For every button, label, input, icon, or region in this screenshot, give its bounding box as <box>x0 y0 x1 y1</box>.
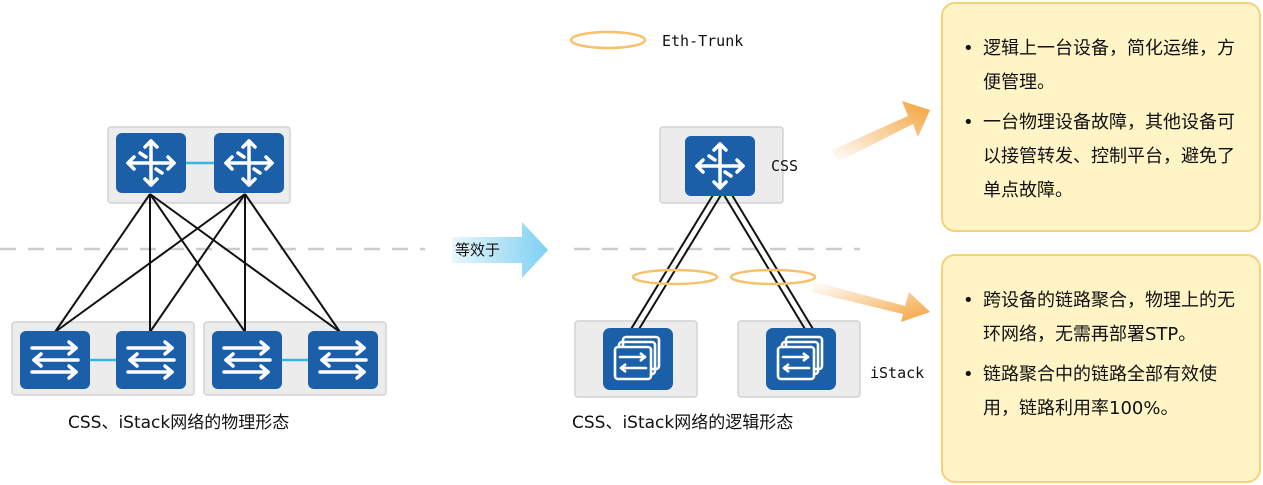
css-label: CSS <box>771 157 799 175</box>
eth-trunk-legend-icon <box>569 30 647 50</box>
benefit-note-item: 逻辑上一台设备，简化运维，方便管理。 <box>961 32 1243 100</box>
router-icon <box>116 133 186 193</box>
eth-trunk-links <box>627 194 817 335</box>
switch-icon <box>116 331 186 389</box>
equivalent-arrow-icon <box>452 222 548 278</box>
stacked-switch-icon <box>603 328 673 390</box>
stacked-switch-icon <box>766 328 836 390</box>
switch-icon <box>212 331 282 389</box>
benefit-note-item: 一台物理设备故障，其他设备可以接管转发、控制平台，避免了单点故障。 <box>961 106 1243 208</box>
benefit-note-top: 逻辑上一台设备，简化运维，方便管理。 一台物理设备故障，其他设备可以接管转发、控… <box>941 2 1261 232</box>
callout-arrow-bottom <box>812 282 930 322</box>
router-icon <box>685 136 755 196</box>
eth-trunk-ring-2 <box>729 268 817 286</box>
physical-links <box>54 193 341 333</box>
logical-topology-caption: CSS、iStack网络的逻辑形态 <box>572 413 794 433</box>
router-icon <box>214 133 284 193</box>
equivalent-label: 等效于 <box>455 241 501 259</box>
istack-label: iStack <box>870 364 925 382</box>
physical-topology-caption: CSS、iStack网络的物理形态 <box>68 413 290 433</box>
benefit-note-item: 跨设备的链路聚合，物理上的无环网络，无需再部署STP。 <box>961 284 1243 352</box>
eth-trunk-legend-label: Eth-Trunk <box>662 32 744 50</box>
benefit-note-item: 链路聚合中的链路全部有效使用，链路利用率100%。 <box>961 358 1243 426</box>
switch-icon <box>308 331 378 389</box>
benefit-note-bottom: 跨设备的链路聚合，物理上的无环网络，无需再部署STP。 链路聚合中的链路全部有效… <box>941 254 1261 483</box>
switch-icon <box>20 331 90 389</box>
callout-arrow-top <box>832 101 930 162</box>
eth-trunk-ring-1 <box>631 268 719 286</box>
